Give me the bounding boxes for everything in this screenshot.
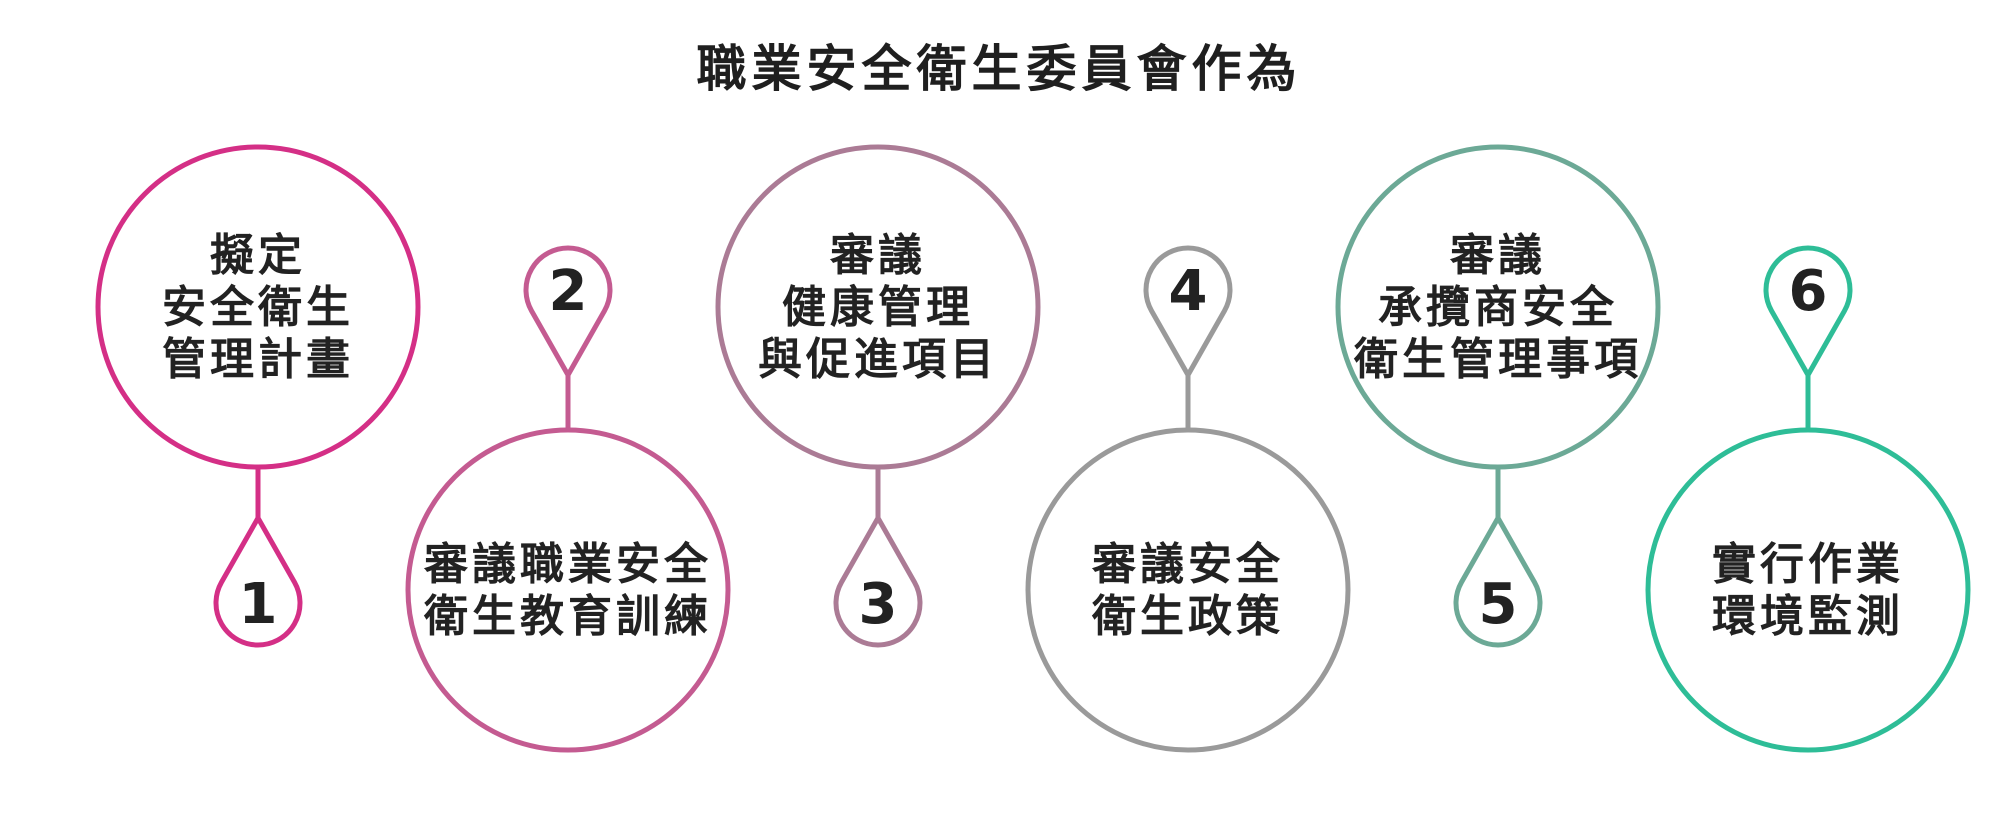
step-label-line: 審議職業安全 xyxy=(423,539,712,590)
step-number: 3 xyxy=(859,572,898,637)
step-circle xyxy=(405,427,731,753)
step-pin-marker xyxy=(213,515,303,648)
step-circle xyxy=(1025,427,1351,753)
step-label-line: 安全衛生 xyxy=(162,282,354,333)
step-label-line: 衛生政策 xyxy=(1091,591,1284,642)
step-label-line: 衛生教育訓練 xyxy=(423,591,712,642)
step-pin-marker xyxy=(1763,245,1853,378)
step-number: 4 xyxy=(1169,259,1208,324)
step-label-line: 環境監測 xyxy=(1712,591,1904,642)
step-pin-marker xyxy=(1453,515,1543,648)
step-circle xyxy=(95,144,421,470)
step-label-line: 擬定 xyxy=(210,230,306,281)
step-pin-marker xyxy=(523,245,613,378)
step-number: 2 xyxy=(549,259,588,324)
diagram-title: 職業安全衛生委員會作為 xyxy=(697,40,1302,98)
step-label-line: 審議 xyxy=(829,230,926,281)
step-label-line: 實行作業 xyxy=(1712,539,1904,590)
step-number: 1 xyxy=(239,572,278,637)
step-pin-marker xyxy=(1143,245,1233,378)
step-number: 5 xyxy=(1479,572,1518,637)
step-label-line: 審議安全 xyxy=(1091,539,1284,590)
step-circle xyxy=(1335,144,1661,470)
step-label-line: 管理計畫 xyxy=(162,334,354,385)
step-label-line: 健康管理 xyxy=(782,282,974,333)
step-number: 6 xyxy=(1789,259,1828,324)
step-label-line: 衛生管理事項 xyxy=(1353,334,1642,385)
step-label-line: 審議 xyxy=(1449,230,1546,281)
step-label-line: 與促進項目 xyxy=(758,334,998,385)
step-circle xyxy=(715,144,1041,470)
step-circle xyxy=(1645,427,1971,753)
step-pin-marker xyxy=(833,515,923,648)
step-label-line: 承攬商安全 xyxy=(1378,282,1618,333)
